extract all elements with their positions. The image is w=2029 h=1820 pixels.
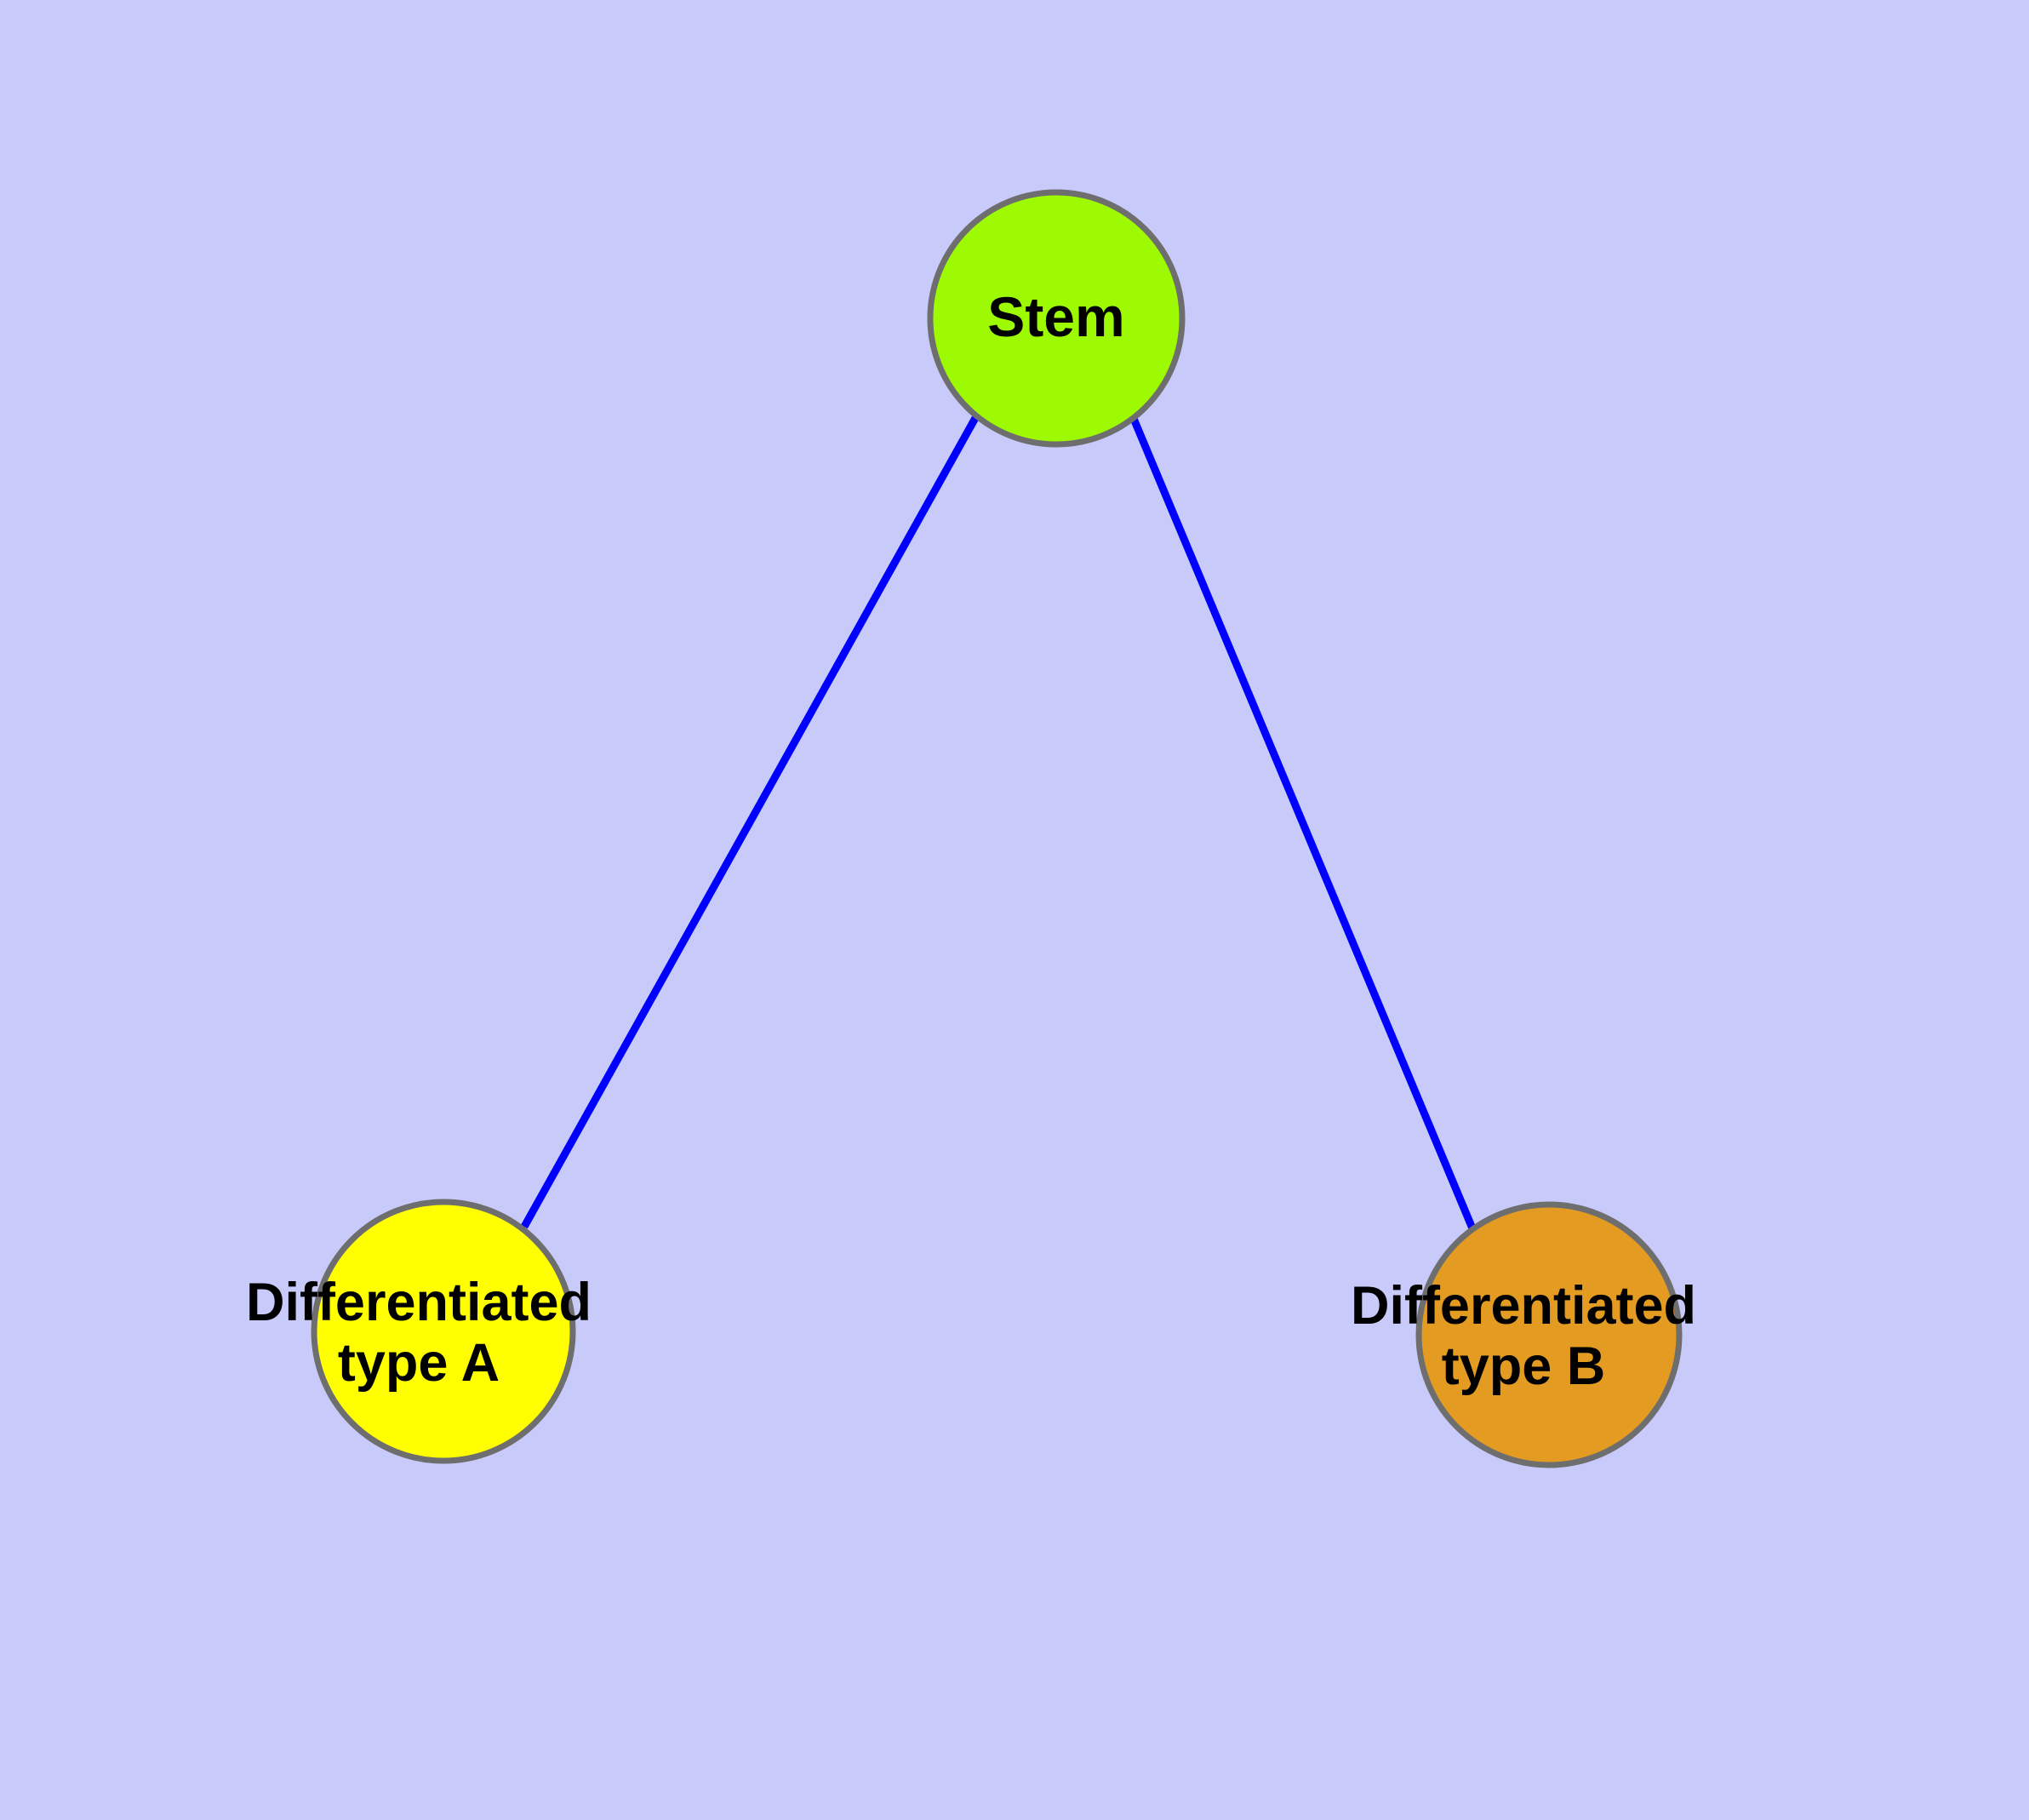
edge-stem-to-differentiated-type-b[interactable] (1128, 413, 1477, 1230)
edge-layer (521, 413, 1477, 1230)
node-layer (311, 189, 1683, 1468)
edge-stem-to-differentiated-type-a[interactable] (521, 415, 979, 1229)
node-differentiated-type-a[interactable] (311, 1199, 576, 1464)
node-stem[interactable] (927, 189, 1186, 448)
node-differentiated-type-b[interactable] (1415, 1201, 1683, 1468)
